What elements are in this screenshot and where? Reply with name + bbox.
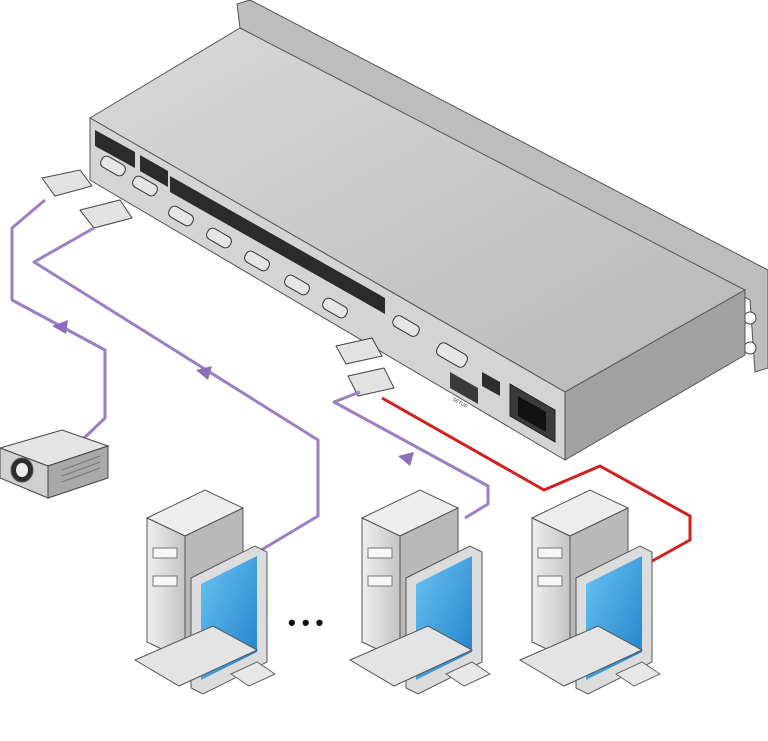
cable-from-computer-3 [381,396,692,567]
computer-1 [133,489,277,695]
chassis-side [564,289,746,461]
rack-ear-hole-bottom [743,341,757,355]
rack-router: SETUP [41,0,768,461]
flow-arrows [52,320,414,466]
green-terminal [482,372,500,396]
arrow-from-computer-1 [196,366,212,380]
rack-ear-hole-top [743,311,757,325]
cable-from-computer-2 [332,390,490,520]
cable-from-computer-1 [32,226,320,560]
computer-2 [348,489,492,695]
ellipsis: • • • [288,610,323,635]
computer-3 [518,489,662,695]
cable-to-projector [10,198,107,442]
projector-icon [0,429,110,499]
terminal-blocks [95,130,385,314]
arrow-from-computer-2 [398,452,414,466]
vga-ports [100,155,469,368]
cables [10,198,692,567]
router-cable-plugs [41,169,395,397]
arrow-to-projector [52,320,68,334]
power-socket-icon [509,383,556,443]
